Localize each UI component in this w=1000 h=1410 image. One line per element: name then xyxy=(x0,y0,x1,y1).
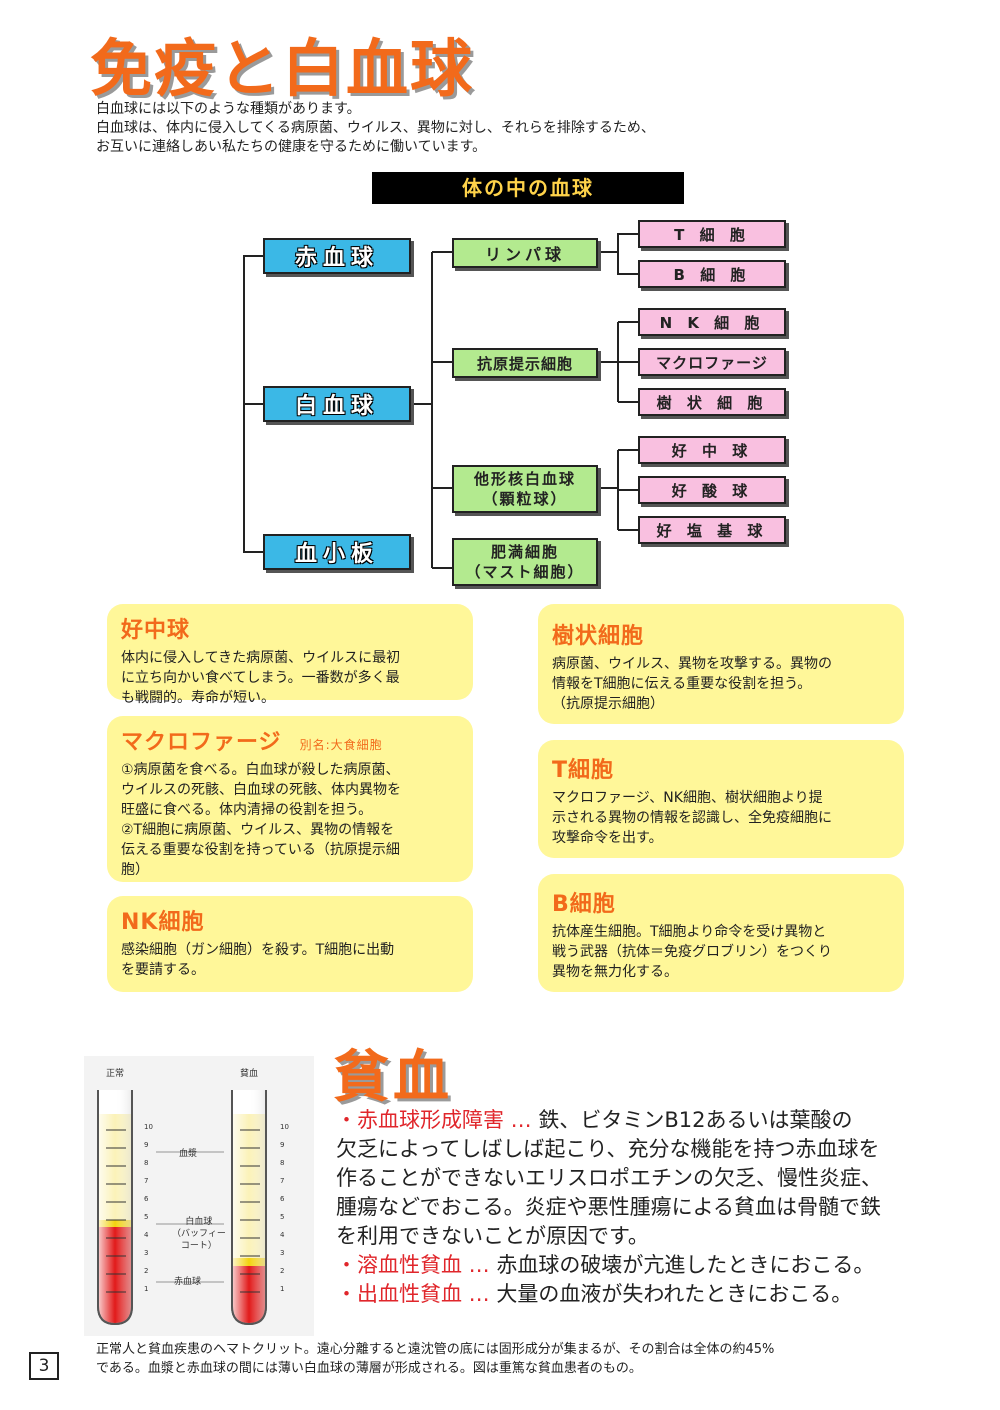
mast-line: 肥満細胞 xyxy=(490,543,559,561)
card-text: 抗体産生細胞。T細胞より命令を受け異物と 戦う武器（抗体＝免疫グロブリン）をつく… xyxy=(552,924,832,980)
card-text: ①病原菌を食べる。白血球が殺した病原菌、 ウイルスの死骸、白血球の死骸、体内異物… xyxy=(121,762,401,878)
box-rbc: 赤血球 xyxy=(263,238,411,274)
diagram-connectors xyxy=(243,233,638,569)
anemia-tube xyxy=(231,1090,267,1326)
card-text: マクロファージ、NK細胞、樹状細胞より提 示される異物の情報を認識し、全免疫細胞… xyxy=(552,790,832,846)
card-macrophage: マクロファージ別名:大食細胞 ①病原菌を食べる。白血球が殺した病原菌、 ウイルス… xyxy=(107,716,473,882)
anemia-item3-label: ・出血性貧血 … xyxy=(336,1282,490,1306)
box-lymphocyte: リンパ球 xyxy=(452,238,598,268)
card-title: 好中球 xyxy=(121,618,191,643)
card-alias: 別名:大食細胞 xyxy=(299,738,383,752)
box-nk-cell: N K 細 胞 xyxy=(638,308,786,336)
test-tubes xyxy=(97,1090,267,1326)
box-macrophage: マクロファージ xyxy=(638,348,786,376)
anemia-item2-label: ・溶血性貧血 … xyxy=(336,1253,490,1277)
page-title: 免疫と白血球 xyxy=(90,32,475,105)
normal-tube xyxy=(97,1090,133,1326)
card-title: 樹状細胞 xyxy=(552,624,645,649)
card-text: 感染細胞（ガン細胞）を殺す。T細胞に出動 を要請する。 xyxy=(121,942,395,978)
intro-line: お互いに連絡しあい私たちの健康を守るために働いています。 xyxy=(96,139,487,155)
box-granulocyte: 他形核白血球 （顆粒球） xyxy=(452,465,598,513)
box-platelet: 血小板 xyxy=(263,534,411,570)
card-tcell: T細胞 マクロファージ、NK細胞、樹状細胞より提 示される異物の情報を認識し、全… xyxy=(538,740,904,858)
intro-text: 白血球には以下のような種類があります。 白血球は、体内に侵入してくる病原菌、ウイ… xyxy=(96,100,655,157)
card-text: 体内に侵入してきた病原菌、ウイルスに最初 に立ち向かい食べてしまう。一番数が多く… xyxy=(121,650,401,706)
card-bcell: B細胞 抗体産生細胞。T細胞より命令を受け異物と 戦う武器（抗体＝免疫グロブリン… xyxy=(538,874,904,992)
box-b-cell: B 細 胞 xyxy=(638,260,786,288)
label-plasma: 血漿 xyxy=(179,1149,198,1159)
anemia-title: 貧血 xyxy=(333,1045,453,1110)
tube-label-normal: 正常 xyxy=(106,1069,125,1079)
anemia-text: ・赤血球形成障害 … 鉄、ビタミンB12あるいは葉酸の 欠乏によってしばしば起こ… xyxy=(336,1108,882,1306)
label-wbc: 白血球（バッフィーコート） xyxy=(172,1217,226,1251)
figure-caption: 正常人と貧血疾患のヘマトクリット。遠心分離すると遠沈管の底には固形成分が集まるが… xyxy=(96,1342,775,1376)
diagram-header: 体の中の血球 xyxy=(372,172,684,204)
box-dendritic: 樹 状 細 胞 xyxy=(638,388,786,416)
box-t-cell: T 細 胞 xyxy=(638,220,786,248)
label-rbc: 赤血球 xyxy=(174,1277,202,1287)
page-number: 3 xyxy=(29,1352,59,1380)
card-neutrophil: 好中球 体内に侵入してきた病原菌、ウイルスに最初 に立ち向かい食べてしまう。一番… xyxy=(107,604,473,706)
box-mast: 肥満細胞 （マスト細胞） xyxy=(452,538,598,586)
anemia-item1-label: ・赤血球形成障害 … xyxy=(336,1108,532,1132)
box-wbc: 白血球 xyxy=(263,386,411,422)
box-eosinophil: 好 酸 球 xyxy=(638,476,786,504)
box-apc: 抗原提示細胞 xyxy=(452,348,598,378)
card-nk: NK細胞 感染細胞（ガン細胞）を殺す。T細胞に出動 を要請する。 xyxy=(107,896,473,992)
granulocyte-line: （顆粒球） xyxy=(482,490,568,508)
card-title: マクロファージ別名:大食細胞 xyxy=(121,730,383,755)
card-title: B細胞 xyxy=(552,892,616,917)
mast-line: （マスト細胞） xyxy=(465,563,585,581)
tube-label-anemia: 貧血 xyxy=(240,1069,259,1079)
card-title: NK細胞 xyxy=(121,910,205,935)
box-neutrophil: 好 中 球 xyxy=(638,436,786,464)
intro-line: 白血球には以下のような種類があります。 xyxy=(96,101,361,117)
card-dendritic: 樹状細胞 病原菌、ウイルス、異物を攻撃する。異物の 情報をT細胞に伝える重要な役… xyxy=(538,604,904,724)
card-title: T細胞 xyxy=(552,758,615,783)
intro-line: 白血球は、体内に侵入してくる病原菌、ウイルス、異物に対し、それらを排除するため、 xyxy=(96,120,655,136)
box-basophil: 好 塩 基 球 xyxy=(638,516,786,544)
granulocyte-line: 他形核白血球 xyxy=(473,470,576,488)
card-text: 病原菌、ウイルス、異物を攻撃する。異物の 情報をT細胞に伝える重要な役割を担う。… xyxy=(552,656,832,712)
